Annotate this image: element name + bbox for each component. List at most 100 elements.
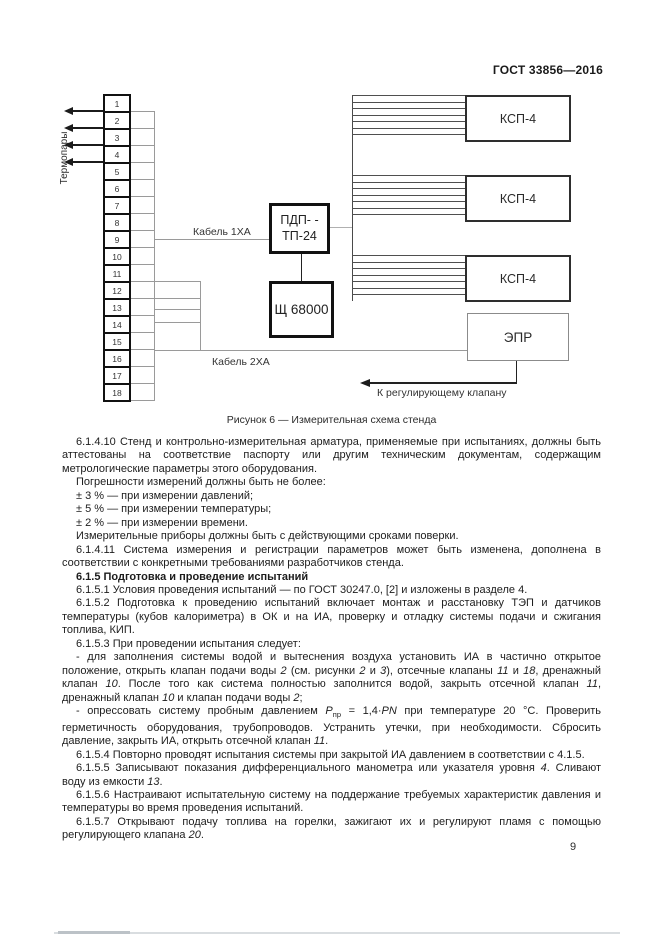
text-run: , дренажный клапан [62,678,601,704]
paragraph: 6.1.5.3 При проведении испытания следует… [62,638,601,651]
wire-ribbon-line [352,274,465,276]
text-run: - для заполнения системы водой и вытесне… [62,651,601,677]
wire-cable1 [154,239,269,240]
text-run: 13 [147,775,160,788]
wire-ribbon-line [352,287,465,289]
epr-label: ЭПР [503,329,533,345]
wire-ribbon-line [352,214,465,215]
text-run: 6.1.5.4 Повторно проводят испытания сист… [76,748,585,761]
paragraph: 6.1.5.2 Подготовка к проведению испытани… [62,597,601,637]
text-run: 6.1.4.11 Система измерения и регистрации… [62,543,601,570]
text-run: 6.1.5 Подготовка и проведение испытаний [76,570,309,583]
wire-comb-tooth [131,128,154,129]
wire-ribbon-line [352,188,465,189]
body-text: 6.1.4.10 Стенд и контрольно-измерительна… [62,436,601,843]
thermocouple-arrow [64,157,103,166]
wire-ribbon-line [352,281,465,282]
text-run: 6.1.5.6 Настраивают испытательную систем… [62,788,601,815]
wire-comb-tooth [131,315,154,316]
paragraph: Погрешности измерений должны быть не бол… [62,476,601,489]
text-run: . [159,775,163,788]
wire-ribbon-line [352,108,465,109]
text-run: 11 [313,735,326,748]
text-run: ± 2 % — при измерении времени. [76,516,248,529]
wire-ribbon-line [352,268,465,269]
text-run: и клапан подачи воды [174,691,294,704]
wire-bracket-line [154,281,200,282]
text-run: 10 [162,691,175,704]
text-run: 2 [280,664,287,677]
arrow-shaft [73,160,103,163]
text-run: пр [332,710,341,720]
cable1-label: Кабель 1ХА [193,226,251,238]
text-run: 2 [359,664,366,677]
wire-comb-tooth [131,281,154,282]
wire-comb-tooth [131,179,154,180]
cable2-label: Кабель 2ХА [212,356,270,368]
text-run: 4 [540,762,547,775]
arrow-head-icon [64,123,73,132]
wire-ribbon-line [352,255,465,256]
paragraph: 6.1.4.11 Система измерения и регистрации… [62,544,601,571]
text-run: и [508,664,524,677]
text-run: P [325,705,333,718]
thermocouple-arrow [64,123,103,132]
wire-ribbon-line [352,127,465,129]
arrow-shaft [73,109,103,112]
text-run: 6.1.5.1 Условия проведения испытаний — п… [76,583,528,596]
text-run: и [365,664,381,677]
ksp-recorder-box: КСП-4 [465,175,571,222]
wire-bracket-line [154,309,200,310]
paragraph: - опрессовать систему пробным давлением … [62,705,601,749]
wire-ribbon-line [352,95,465,96]
text-run: 11 [586,678,598,691]
paragraph: 6.1.5.1 Условия проведения испытаний — п… [62,584,601,597]
arrow-shaft [73,126,103,129]
ksp-recorder-box: КСП-4 [465,95,571,142]
shch-label: Щ 68000 [274,302,329,317]
wire-pdp-shch [301,254,302,281]
text-run: . Сливают воду из емкости [62,762,601,788]
text-run: 2 [293,691,300,704]
paragraph: 6.1.4.10 Стенд и контрольно-измерительна… [62,436,601,476]
paragraph: ± 3 % — при измерении давлений; [62,490,601,503]
figure-caption: Рисунок 6 — Измерительная схема стенда [226,414,437,426]
pdp-label-line1: ПДП- - [280,212,319,227]
paragraph: 6.1.5.4 Повторно проводят испытания сист… [62,749,601,762]
wire-bracket-line [154,298,200,299]
text-run: Погрешности измерений должны быть не бол… [76,476,326,489]
epr-box: ЭПР [467,313,569,361]
wire-comb-tooth [131,298,154,299]
wire-comb-tooth [131,145,154,146]
wire-ribbon-line [352,294,465,295]
arrow-head-icon [64,140,73,149]
text-run: . После того как система полностью запол… [117,678,587,691]
wire-ribbon-line [352,181,465,183]
text-run: 10 [105,678,118,691]
paragraph: 6.1.5.5 Записывают показания дифференциа… [62,762,601,789]
text-run: , дренажный клапан [62,664,601,691]
valve-arrow-label: К регулирующему клапану [377,387,507,399]
thermocouple-cell: 13 [103,298,131,317]
wire-bus-right [352,95,353,301]
thermocouple-cell: 10 [103,247,131,266]
text-run: 6.1.5.7 Открывают подачу топлива на горе… [62,815,601,842]
wire-ribbon-line [352,261,465,263]
thermocouple-arrow [64,106,103,115]
paragraph: 6.1.5.7 Открывают подачу топлива на горе… [62,816,601,843]
text-run: . [200,829,204,842]
wire-comb-tooth [131,332,154,333]
wire-ribbon-line [352,114,465,116]
wire-bracket-vertical [200,281,201,350]
text-run: PN [381,705,397,718]
arrow-shaft [73,143,103,146]
text-run: = 1,4· [341,705,382,718]
thermocouple-arrow [64,140,103,149]
wire-bracket-line [154,322,200,323]
text-run: ), отсечные клапаны [386,664,498,677]
wire-ribbon-line [352,101,465,103]
text-run: при температуре 20 °С. Проверить гермети… [62,705,601,748]
paragraph: ± 5 % — при измерении температуры; [62,503,601,516]
